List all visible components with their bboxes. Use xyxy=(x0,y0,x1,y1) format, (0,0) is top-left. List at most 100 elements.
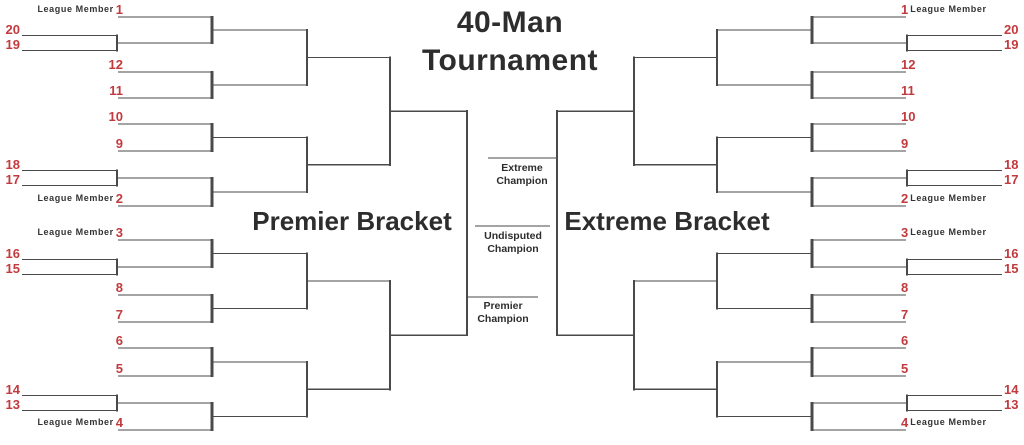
seed-number: 10 xyxy=(108,109,123,124)
seed-number: 12 xyxy=(108,57,123,72)
tournament-title-line1: 40-Man xyxy=(456,6,564,39)
seed-number: 14 xyxy=(1004,381,1019,397)
playin-seed-label: 18 xyxy=(0,156,20,171)
tournament-title: 40-Man Tournament xyxy=(362,4,658,80)
seed-number: 20 xyxy=(1004,21,1019,37)
seed-number: 4 xyxy=(901,415,909,430)
seed-label: 8 xyxy=(901,279,1024,294)
seed-label: 6 xyxy=(0,332,123,347)
seed-number: 8 xyxy=(115,280,123,295)
seed-number: 16 xyxy=(5,245,20,261)
seed-label: 10 xyxy=(901,108,1024,123)
league-member-label: League Member xyxy=(910,4,987,14)
seed-number: 18 xyxy=(1004,156,1019,172)
seed-number: 13 xyxy=(1004,396,1019,412)
seed-label: 7 xyxy=(901,306,1024,321)
seed-number: 5 xyxy=(901,361,909,376)
playin-seed-label: 17 xyxy=(0,171,20,186)
playin-seed-label: 16 xyxy=(0,245,20,260)
seed-number: 8 xyxy=(901,280,909,295)
league-member-label: League Member xyxy=(37,417,114,427)
seed-label: 11 xyxy=(901,82,1024,97)
seed-number: 17 xyxy=(5,171,20,187)
playin-seed-label: 15 xyxy=(0,260,20,275)
seed-label: 11 xyxy=(0,82,123,97)
seed-label: 5 xyxy=(0,360,123,375)
seed-number: 18 xyxy=(5,156,20,172)
seed-label: 6 xyxy=(901,332,1024,347)
seed-number: 19 xyxy=(5,36,20,52)
undisputed-champion-label: Undisputed Champion xyxy=(467,230,559,256)
seed-number: 12 xyxy=(901,57,916,72)
seed-number: 13 xyxy=(5,396,20,412)
league-member-label: League Member xyxy=(37,227,114,237)
league-member-label: League Member xyxy=(37,193,114,203)
extreme-champion-label: Extreme Champion xyxy=(476,162,568,188)
seed-number: 6 xyxy=(115,333,123,348)
premier-champion-line2: Champion xyxy=(477,313,529,325)
playin-seed-label: 15 xyxy=(1004,260,1024,275)
seed-number: 20 xyxy=(5,21,20,37)
seed-number: 2 xyxy=(901,191,909,206)
playin-seed-label: 13 xyxy=(1004,396,1024,411)
playin-seed-label: 19 xyxy=(0,36,20,51)
seed-number: 19 xyxy=(1004,36,1019,52)
playin-seed-label: 20 xyxy=(0,21,20,36)
seed-number: 3 xyxy=(115,225,123,240)
seed-number: 1 xyxy=(901,2,909,17)
seed-number: 9 xyxy=(115,136,123,151)
playin-seed-label: 13 xyxy=(0,396,20,411)
seed-number: 15 xyxy=(5,260,20,276)
league-member-label: League Member xyxy=(910,227,987,237)
playin-seed-label: 14 xyxy=(1004,381,1024,396)
seed-number: 7 xyxy=(901,307,909,322)
seed-number: 11 xyxy=(109,83,123,98)
league-member-label: League Member xyxy=(910,417,987,427)
premier-champion-label: Premier Champion xyxy=(457,300,549,326)
playin-seed-label: 18 xyxy=(1004,156,1024,171)
seed-number: 1 xyxy=(115,2,123,17)
seed-number: 3 xyxy=(901,225,909,240)
undisputed-champion-line2: Champion xyxy=(487,243,539,255)
playin-seed-label: 17 xyxy=(1004,171,1024,186)
seed-number: 9 xyxy=(901,136,909,151)
seed-number: 11 xyxy=(901,83,915,98)
extreme-champion-line1: Extreme xyxy=(501,162,543,174)
playin-seed-label: 14 xyxy=(0,381,20,396)
seed-label: 8 xyxy=(0,279,123,294)
seed-number: 6 xyxy=(901,333,909,348)
seed-number: 17 xyxy=(1004,171,1019,187)
seed-label: 12 xyxy=(901,56,1024,71)
seed-number: 15 xyxy=(1004,260,1019,276)
league-member-label: League Member xyxy=(37,4,114,14)
seed-label: 12 xyxy=(0,56,123,71)
premier-champion-line1: Premier xyxy=(483,300,523,312)
seed-label: 10 xyxy=(0,108,123,123)
seed-number: 7 xyxy=(115,307,123,322)
league-member-label: League Member xyxy=(910,193,987,203)
extreme-champion-line2: Champion xyxy=(496,175,548,187)
playin-seed-label: 20 xyxy=(1004,21,1024,36)
tournament-title-line2: Tournament xyxy=(421,44,599,77)
seed-number: 14 xyxy=(5,381,20,397)
seed-number: 10 xyxy=(901,109,916,124)
playin-seed-label: 16 xyxy=(1004,245,1024,260)
undisputed-champion-line1: Undisputed xyxy=(484,230,542,242)
seed-number: 4 xyxy=(115,415,123,430)
seed-number: 16 xyxy=(1004,245,1019,261)
playin-seed-label: 19 xyxy=(1004,36,1024,51)
extreme-bracket-label: Extreme Bracket xyxy=(564,206,770,236)
seed-label: 7 xyxy=(0,306,123,321)
seed-number: 2 xyxy=(115,191,123,206)
premier-bracket-label: Premier Bracket xyxy=(252,206,452,236)
